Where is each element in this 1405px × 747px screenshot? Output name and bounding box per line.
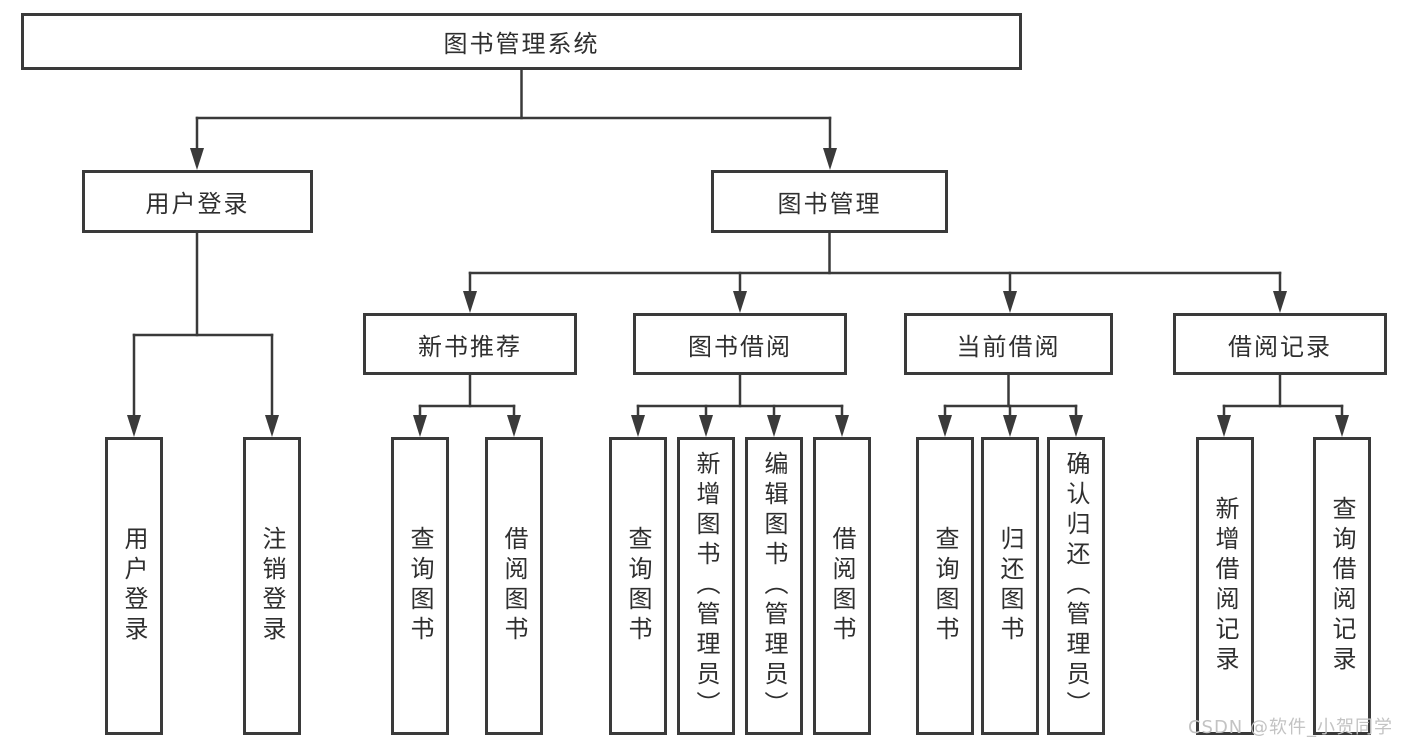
node-label: 查询借阅记录 [1328, 496, 1356, 676]
leaf-add-books-admin: 新增图书（管理员） [677, 437, 735, 735]
node-label: 借阅记录 [1228, 332, 1332, 361]
node-label: 新增图书（管理员） [692, 451, 720, 721]
leaf-add-borrow-record: 新增借阅记录 [1196, 437, 1254, 735]
node-label: 编辑图书（管理员） [760, 451, 788, 721]
leaf-return-books: 归还图书 [981, 437, 1039, 735]
node-label: 图书借阅 [688, 332, 792, 361]
node-label: 图书管理系统 [443, 30, 600, 58]
node-label: 查询图书 [406, 526, 434, 646]
leaf-logout: 注销登录 [243, 437, 301, 735]
node-label: 借阅图书 [500, 526, 528, 646]
leaf-borrow-books-recommend: 借阅图书 [485, 437, 543, 735]
node-label: 用户登录 [145, 190, 250, 218]
node-label: 注销登录 [258, 526, 286, 646]
leaf-query-books-recommend: 查询图书 [391, 437, 449, 735]
node-label: 归还图书 [996, 526, 1024, 646]
node-current-borrowing: 当前借阅 [904, 313, 1113, 375]
leaf-query-books-borrowing: 查询图书 [609, 437, 667, 735]
node-label: 图书管理 [777, 190, 882, 218]
node-borrowing-records: 借阅记录 [1173, 313, 1387, 375]
node-user-login: 用户登录 [82, 170, 313, 233]
node-label: 查询图书 [931, 526, 959, 646]
node-label: 确认归还（管理员） [1062, 451, 1090, 721]
node-label: 查询图书 [624, 526, 652, 646]
node-label: 用户登录 [120, 526, 148, 646]
node-new-book-recommend: 新书推荐 [363, 313, 577, 375]
node-book-borrowing: 图书借阅 [633, 313, 847, 375]
leaf-confirm-return-admin: 确认归还（管理员） [1047, 437, 1105, 735]
node-book-management: 图书管理 [711, 170, 948, 233]
leaf-query-borrow-record: 查询借阅记录 [1313, 437, 1371, 735]
leaf-borrow-books: 借阅图书 [813, 437, 871, 735]
arrowheads [127, 148, 1349, 437]
node-label: 借阅图书 [828, 526, 856, 646]
leaf-query-books-current: 查询图书 [916, 437, 974, 735]
node-label: 新书推荐 [418, 332, 522, 361]
node-label: 当前借阅 [956, 332, 1061, 361]
node-label: 新增借阅记录 [1211, 496, 1239, 676]
csdn-watermark: CSDN @软件_小贺同学 [1187, 717, 1393, 738]
leaf-edit-books-admin: 编辑图书（管理员） [745, 437, 803, 735]
node-library-management-system: 图书管理系统 [21, 13, 1022, 70]
leaf-user-login: 用户登录 [105, 437, 163, 735]
